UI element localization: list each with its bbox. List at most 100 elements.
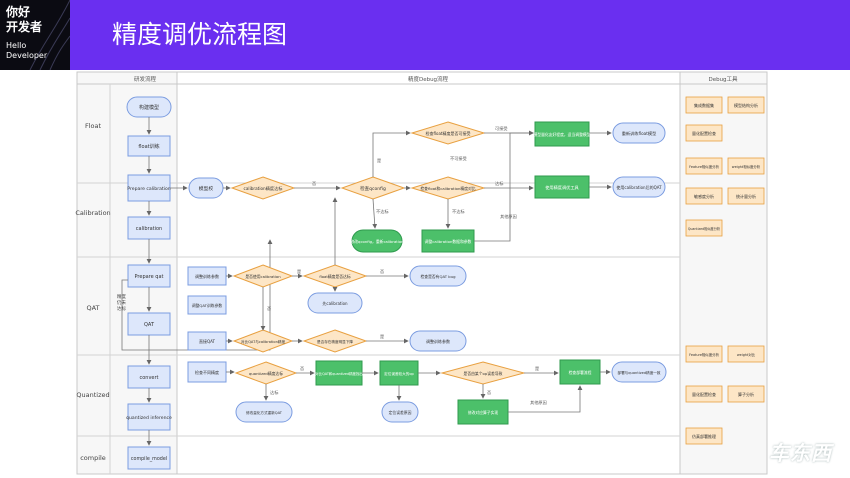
svg-text:仿真部署推理: 仿真部署推理 [692, 433, 716, 439]
stage-label-qat: QAT [86, 304, 99, 312]
tool-box [727, 157, 765, 175]
svg-text:是否使用calibration: 是否使用calibration [245, 274, 281, 279]
page-title: 精度调优流程图 [112, 20, 288, 49]
svg-text:否: 否 [300, 366, 304, 372]
svg-text:调整训练参数: 调整训练参数 [426, 338, 450, 344]
debug-node-float-retrain: 重新训练float模型 [612, 122, 666, 144]
svg-text:否: 否 [267, 306, 271, 312]
svg-text:compile_model: compile_model [131, 456, 167, 462]
flow-node-quantized-inference: quantized inference [126, 403, 172, 431]
svg-text:直接QAT: 直接QAT [199, 338, 216, 344]
svg-text:定位误差原因: 定位误差原因 [389, 410, 412, 415]
svg-text:检查是否有QAT bug: 检查是否有QAT bug [420, 274, 456, 279]
debug-node-calib-fix: 使用精度调优工具 [534, 175, 590, 199]
svg-text:修改qconfig，重新calibration: 修改qconfig，重新calibration [350, 239, 404, 244]
svg-text:float训练: float训练 [138, 143, 159, 150]
flow-node-train: 构建模型 [126, 96, 172, 118]
svg-text:QAT: QAT [144, 322, 155, 328]
tool-box [727, 187, 765, 205]
tool-box [685, 187, 723, 205]
svg-text:使用精度调优工具: 使用精度调优工具 [545, 184, 579, 191]
svg-text:修改对应算子实现: 修改对应算子实现 [468, 410, 499, 415]
svg-text:否: 否 [312, 181, 316, 187]
tool-box [685, 157, 723, 175]
svg-text:集成数据集: 集成数据集 [694, 102, 714, 108]
tool-box [685, 96, 723, 114]
svg-text:检查模型量化友好程度，适当调整模型结构: 检查模型量化友好程度，适当调整模型结构 [526, 132, 598, 137]
svg-text:weight对比: weight对比 [737, 352, 756, 357]
flow-node-compile-model: compile_model [127, 446, 171, 470]
svg-text:定位误差较大的op: 定位误差较大的op [384, 371, 414, 376]
svg-text:是: 是 [380, 334, 385, 340]
svg-text:Prepare qat: Prepare qat [135, 274, 164, 280]
svg-text:calibration精度达标: calibration精度达标 [244, 185, 283, 192]
debug-node-qconfig-fix: 修改qconfig，重新calibration [350, 229, 404, 253]
svg-text:quantized inference: quantized inference [126, 415, 172, 421]
svg-text:部署与quantized精度一致: 部署与quantized精度一致 [618, 370, 661, 375]
svg-text:不达标: 不达标 [376, 208, 389, 215]
logo-text-line2: 开发者 [6, 20, 43, 34]
debug-node-quant-start: 检查不同精度 [187, 361, 227, 383]
svg-text:逐层对比QAT和quantized精度找出误差: 逐层对比QAT和quantized精度找出误差 [309, 371, 371, 376]
debug-node-quant-drop: 部署与quantized精度一致 [611, 361, 667, 383]
tool-box [727, 385, 765, 403]
stage-label-float: Float [85, 122, 102, 130]
debug-node-float-fix: 检查模型量化友好程度，适当调整模型结构 [526, 121, 598, 147]
debug-decision-calib-ok: calibration精度达标 [230, 176, 296, 200]
svg-text:重新训练float模型: 重新训练float模型 [622, 130, 657, 137]
flow-node-float-train: float训练 [127, 135, 171, 157]
debug-decision-float-ok: 检查float精度是否可接受 [410, 121, 486, 145]
svg-text:是否由某个op误差导致: 是否由某个op误差导致 [464, 371, 503, 376]
svg-text:检查float精度是否可接受: 检查float精度是否可接受 [426, 130, 471, 136]
svg-text:是: 是 [377, 158, 382, 164]
debug-decision-qat-tips: 是否存在精度明显下降 [302, 329, 368, 353]
svg-text:float精度是否达标: float精度是否达标 [319, 274, 351, 279]
svg-text:达标: 达标 [270, 389, 278, 396]
svg-text:Prepare calibration: Prepare calibration [127, 186, 171, 192]
debug-node-qat-noc: 直接QAT [187, 331, 227, 351]
tool-box [685, 124, 723, 142]
svg-text:Feature相似度分析: Feature相似度分析 [689, 352, 719, 357]
accuracy-tuning-flowchart: 研发流程 精度Debug流程 Debug工具 Float Calibration… [75, 71, 768, 475]
svg-text:算子分析: 算子分析 [738, 391, 754, 397]
logo-text-line3: Hello [6, 41, 27, 50]
svg-text:其他原因: 其他原因 [500, 213, 517, 220]
svg-text:调整QAT训练参数: 调整QAT训练参数 [192, 303, 223, 308]
debug-node-qat-bad: 检查是否有QAT bug [409, 265, 467, 287]
column-header-left: 研发流程 [134, 75, 157, 83]
header-bar: 你好 开发者 Hello Developer 精度调优流程图 [0, 0, 850, 70]
svg-text:Quantized相似度分析: Quantized相似度分析 [688, 226, 721, 231]
tool-box [685, 427, 723, 445]
svg-text:使用calibration后的QAT: 使用calibration后的QAT [616, 184, 662, 190]
side-note: 精度仍未达标 [117, 293, 126, 312]
svg-text:检查不同精度: 检查不同精度 [195, 369, 219, 375]
debug-decision-qat-other: 对比QAT与calibration精度 [232, 329, 294, 353]
debug-node-quant-ok2: 定位误差原因 [381, 401, 419, 423]
stage-label-calibration: Calibration [75, 209, 110, 217]
debug-node-qat-calib: 先calibration [307, 292, 363, 314]
debug-node-qat-cmp: 调整训练参数 [187, 266, 227, 286]
debug-tools: 集成数据集 模型结构分析 量化配置检查 Feature相似度分析 weight相… [685, 96, 765, 445]
flow-node-qat: QAT [127, 312, 171, 336]
tool-box [727, 345, 765, 363]
column-header-middle: 精度Debug流程 [408, 75, 449, 83]
logo-text-line1: 你好 [6, 5, 31, 19]
svg-text:模型校: 模型校 [199, 185, 214, 192]
debug-node-qat-tune: 调整QAT训练参数 [187, 295, 227, 315]
stage-label-quantized: Quantized [76, 391, 109, 399]
svg-text:量化配置检查: 量化配置检查 [692, 130, 716, 136]
svg-text:weight相似度分析: weight相似度分析 [732, 164, 761, 169]
left-flow-arrows [121, 117, 273, 446]
svg-text:否: 否 [380, 269, 384, 275]
svg-text:是: 是 [535, 366, 540, 372]
debug-node-qat-final: 调整训练参数 [409, 330, 467, 352]
svg-text:其他原因: 其他原因 [530, 399, 547, 406]
svg-text:对比QAT与calibration精度: 对比QAT与calibration精度 [241, 339, 286, 344]
svg-text:可接受: 可接受 [495, 125, 508, 132]
flow-node-calibration: calibration [127, 216, 171, 240]
edge-labels: 否 是 可接受 不可接受 达标 不达标 不达标 其他原因 是 否 否 是 否 是… [267, 125, 547, 406]
svg-text:量化配置检查: 量化配置检查 [692, 391, 716, 397]
svg-text:检查float和calibration精度对比: 检查float和calibration精度对比 [420, 186, 475, 191]
flow-node-convert: convert [127, 365, 171, 389]
svg-text:不可接受: 不可接受 [450, 155, 467, 162]
